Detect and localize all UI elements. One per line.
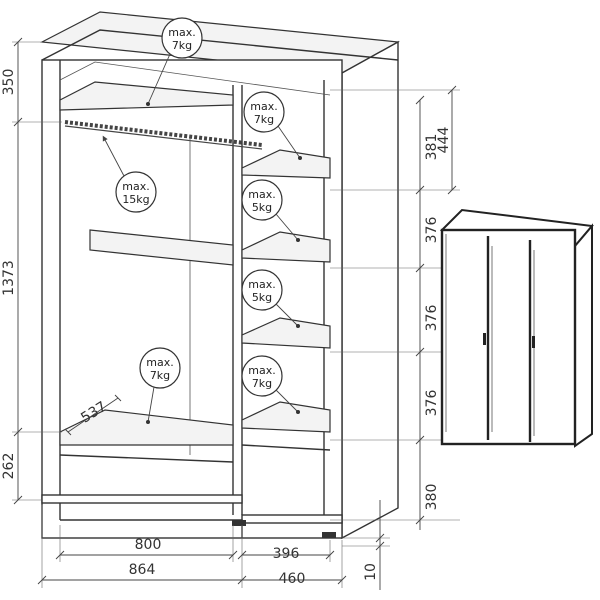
shelf-left-top [59, 81, 234, 111]
left-middle-panel [89, 229, 234, 266]
load-right-2-line1: max. [248, 188, 275, 201]
load-rail-line2: 15kg [122, 193, 149, 206]
dim-shelf-group: 444 [436, 127, 452, 154]
shelf-right-3 [241, 317, 331, 349]
plinth-dimension: 10 [342, 500, 390, 590]
dim-bottom-height: 262 [1, 453, 17, 480]
load-top-line2: 7kg [172, 39, 192, 52]
wardrobe-main [39, 11, 400, 540]
load-left-bottom-line2: 7kg [150, 369, 170, 382]
dim-outer-width-right: 460 [279, 571, 306, 587]
dim-plinth: 10 [363, 563, 379, 581]
load-label-right-2: max. 5kg [241, 179, 300, 242]
load-label-rail: max. 15kg [102, 135, 157, 213]
handle-left-icon [483, 333, 486, 345]
dim-top-height: 350 [1, 69, 17, 96]
shelf-left-bottom [59, 409, 234, 446]
dim-inner-width-left: 800 [135, 537, 162, 553]
shelf-right-1 [241, 149, 331, 179]
bottom-dimensions: 800 864 396 460 [37, 505, 347, 588]
dim-middle-height: 1373 [1, 260, 17, 296]
load-labels: max. 7kg max. 15kg max. 7kg max. 7kg [102, 17, 302, 424]
foot-right [322, 532, 336, 538]
dim-shelf-4: 376 [424, 390, 440, 417]
dim-shelf-1: 381 [424, 134, 440, 161]
load-right-3-line2: 5kg [252, 291, 272, 304]
dim-shelf-bottom: 380 [424, 484, 440, 511]
right-dimensions: 381 444 376 376 376 380 [330, 85, 460, 530]
load-label-right-4: max. 7kg [241, 355, 300, 414]
plinth-left [41, 494, 243, 504]
load-right-1-line1: max. [250, 100, 277, 113]
shelf-right-2 [241, 231, 331, 263]
load-left-bottom-line1: max. [146, 356, 173, 369]
dim-outer-width-left: 864 [129, 562, 156, 578]
foot-front [232, 520, 246, 526]
load-rail-line1: max. [122, 180, 149, 193]
load-right-2-line2: 5kg [252, 201, 272, 214]
load-label-right-1: max. 7kg [243, 91, 302, 160]
load-right-1-line2: 7kg [254, 113, 274, 126]
dim-shelf-3: 376 [424, 305, 440, 332]
handle-right-icon [532, 336, 535, 348]
left-dimensions: 350 1373 262 [1, 37, 62, 505]
load-right-4-line2: 7kg [252, 377, 272, 390]
wardrobe-closed-view [439, 208, 594, 448]
wardrobe-front [41, 59, 343, 539]
load-label-left-bottom: max. 7kg [139, 347, 181, 424]
load-top-line1: max. [168, 26, 195, 39]
load-right-3-line1: max. [248, 278, 275, 291]
dim-shelf-2: 376 [424, 217, 440, 244]
load-label-right-3: max. 5kg [241, 269, 300, 328]
wardrobe-side [341, 40, 399, 540]
dim-inner-width-right: 396 [273, 546, 300, 562]
load-right-4-line1: max. [248, 364, 275, 377]
load-label-top: max. 7kg [146, 17, 203, 106]
shelf-right-4 [241, 401, 331, 433]
plinth-right [241, 514, 343, 524]
hanging-rail [64, 120, 263, 150]
